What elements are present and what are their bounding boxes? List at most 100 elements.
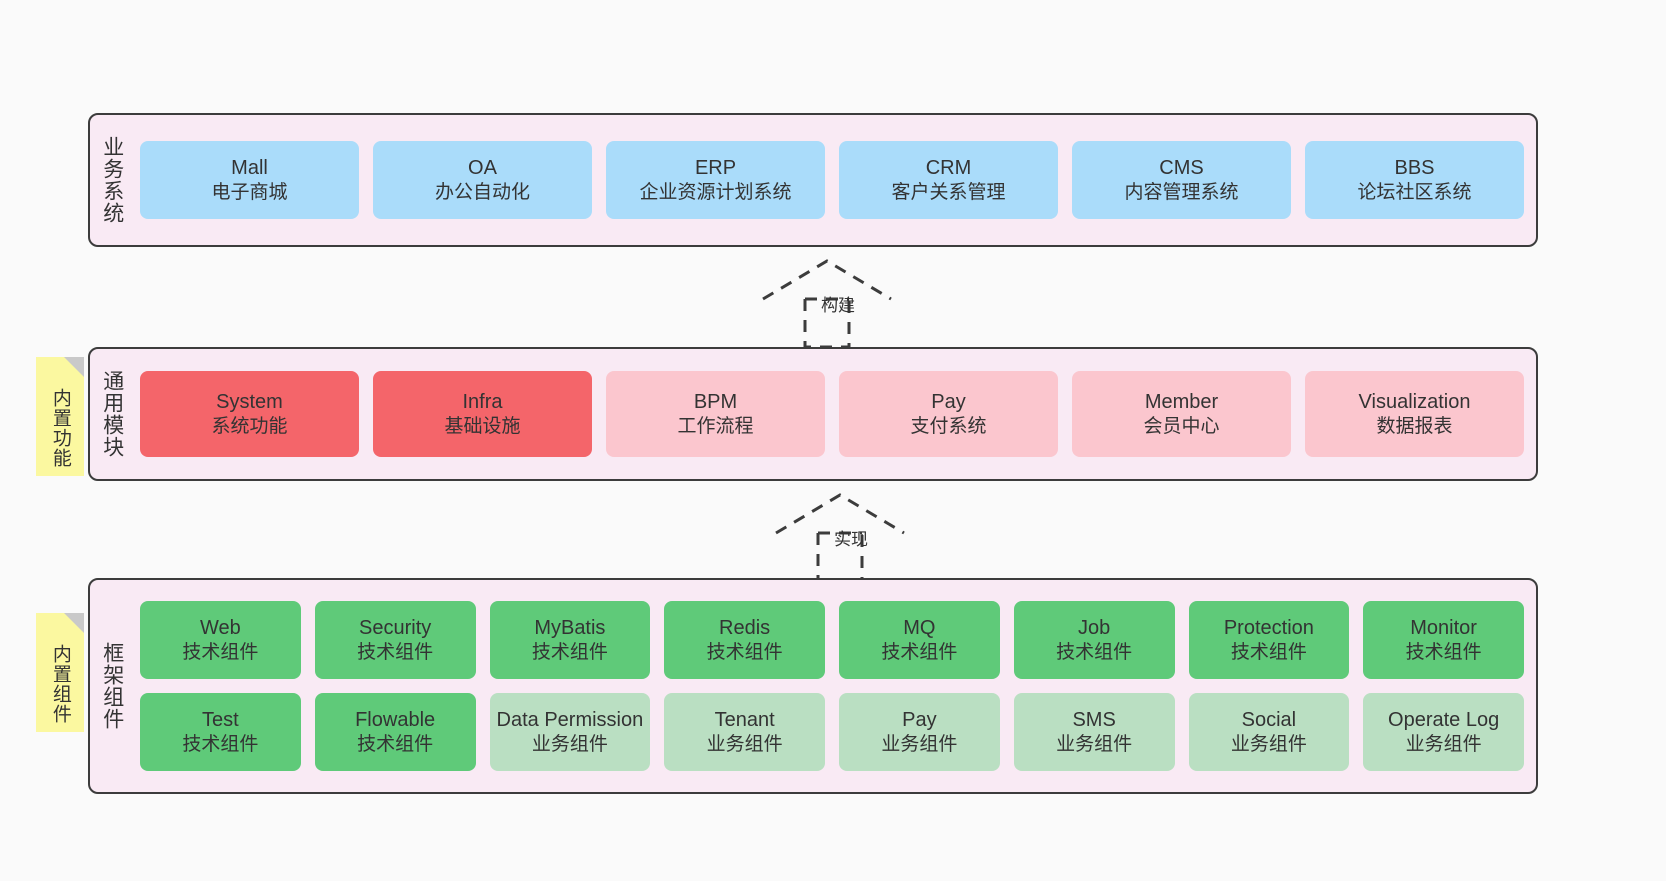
note-builtin-components-text: 内置组件 [49,643,71,724]
note-builtin-components: 内置组件 [36,613,84,732]
connector-implement-label: 实现 [834,530,868,549]
card-title: Protection [1223,617,1314,640]
card-subtitle: 技术组件 [706,641,783,663]
card-title: Test [202,709,239,732]
card-title: MyBatis [534,617,606,640]
note-fold-corner [64,357,84,377]
framework-components-label: 框架组件 [100,642,124,730]
card-title: MQ [903,617,936,640]
business-systems-label: 业务系统 [100,136,124,224]
card-subtitle: 技术组件 [881,641,958,663]
card-subtitle: 业务组件 [1405,733,1482,755]
card-subtitle: 会员中心 [1143,415,1220,437]
card-subtitle: 业务组件 [531,733,608,755]
card-title: Tenant [714,709,775,732]
card-title: Member [1144,391,1219,414]
card-subtitle: 技术组件 [182,733,259,755]
card-subtitle: 业务组件 [1056,733,1133,755]
card-title: Pay [931,391,966,414]
card-title: CMS [1159,157,1204,180]
card-title: SMS [1072,709,1116,732]
card-subtitle: 数据报表 [1376,415,1453,437]
card-title: Job [1078,617,1111,640]
card-subtitle: 系统功能 [211,415,288,437]
card-subtitle: 技术组件 [1056,641,1133,663]
card-subtitle: 论坛社区系统 [1357,181,1472,203]
card-subtitle: 业务组件 [881,733,958,755]
card-title: Infra [462,391,503,414]
connector-build: 构建 [757,255,897,352]
card-title: BPM [693,391,738,414]
common-modules-label: 通用模块 [100,370,124,458]
card-subtitle: 业务组件 [1230,733,1307,755]
card-subtitle: 技术组件 [531,641,608,663]
card-title: Pay [902,709,937,732]
note-builtin-features-text: 内置功能 [49,387,71,468]
card-subtitle: 业务组件 [706,733,783,755]
note-builtin-features: 内置功能 [36,357,84,476]
card-title: ERP [694,157,737,180]
card-subtitle: 技术组件 [1230,641,1307,663]
card-subtitle: 基础设施 [444,415,521,437]
card-title: Social [1241,709,1297,732]
card-subtitle: 办公自动化 [434,181,530,203]
connector-build-label: 构建 [821,296,855,315]
card-subtitle: 技术组件 [182,641,259,663]
card-title: Data Permission [496,709,644,732]
connector-implement: 实现 [770,489,910,586]
card-title: CRM [925,157,972,180]
card-title: Visualization [1358,391,1471,414]
card-title: BBS [1394,157,1435,180]
card-subtitle: 支付系统 [910,415,987,437]
card-title: Mall [231,157,268,180]
card-title: Web [199,617,241,640]
card-subtitle: 电子商城 [211,181,288,203]
card-title: Flowable [355,709,436,732]
card-title: Security [359,617,432,640]
card-subtitle: 技术组件 [357,641,434,663]
card-title: Redis [719,617,771,640]
card-title: System [216,391,283,414]
card-subtitle: 技术组件 [1405,641,1482,663]
card-title: OA [468,157,497,180]
card-title: Monitor [1410,617,1477,640]
